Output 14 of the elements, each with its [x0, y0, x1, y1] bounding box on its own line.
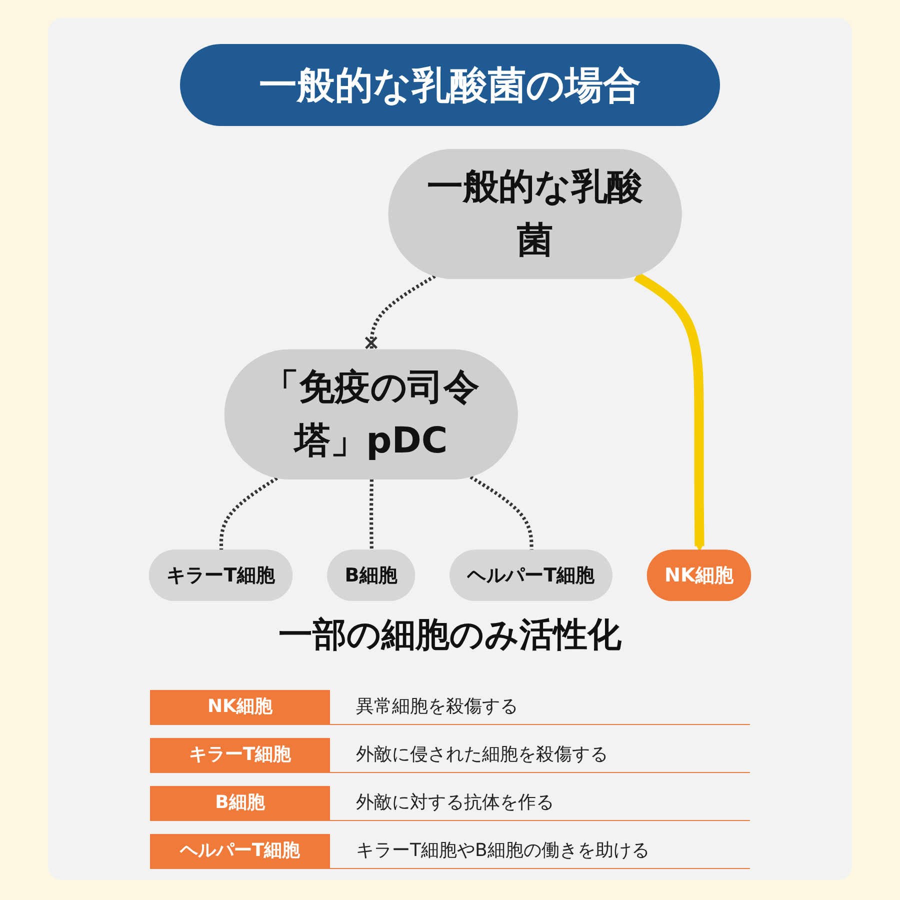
- connector: [370, 479, 374, 551]
- table-header-cell: B細胞: [150, 786, 330, 820]
- table-cell-text: 外敵に侵された細胞を殺傷する: [355, 743, 608, 767]
- table-header-cell: NK細胞: [150, 690, 330, 724]
- table-header-cell: ヘルパーT細胞: [150, 834, 330, 868]
- arrow: [634, 272, 705, 552]
- table-cell-text: 外敵に対する抗体を作る: [355, 791, 554, 815]
- title-banner: 一般的な乳酸菌の場合: [180, 44, 720, 126]
- table-cell-text: 異常細胞を殺傷する: [355, 695, 518, 719]
- summary-text: 一部の細胞のみ活性化: [278, 614, 622, 657]
- table-cell-text: キラーT細胞やB細胞の働きを助ける: [355, 839, 650, 863]
- table-header-cell: キラーT細胞: [150, 738, 330, 772]
- connector: [219, 476, 278, 551]
- connector: [364, 274, 436, 351]
